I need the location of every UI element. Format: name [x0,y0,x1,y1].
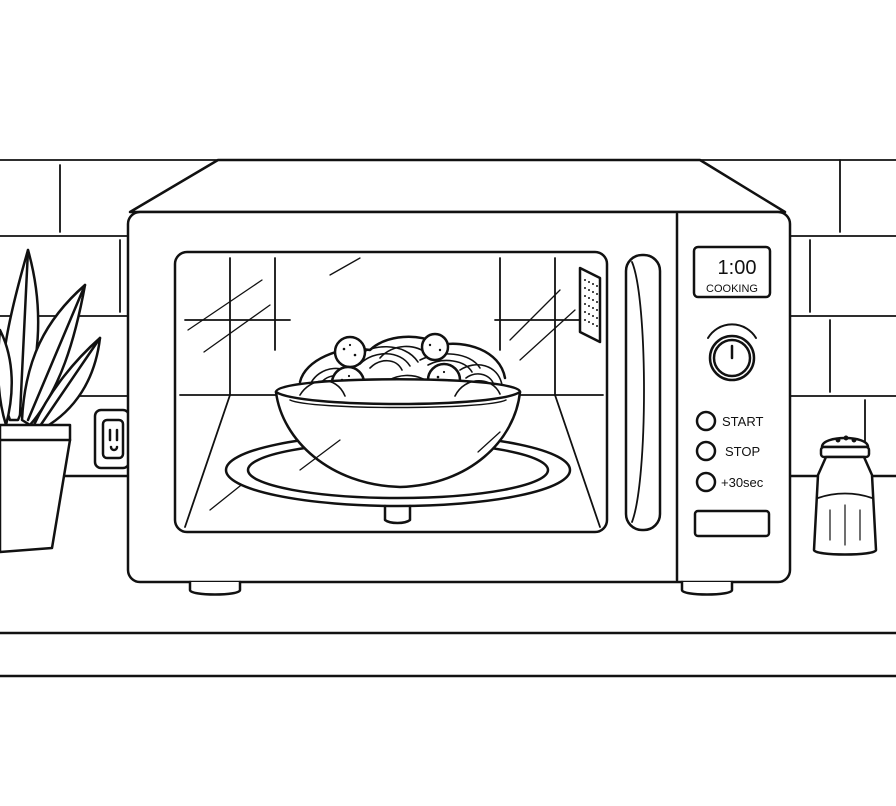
bowl-icon [274,332,522,489]
add-30sec-label: +30sec [721,475,764,490]
stop-button[interactable]: STOP [695,440,760,462]
display-status: COOKING [706,283,758,295]
display-time: 1:00 [718,257,757,279]
start-label: START [722,414,763,429]
stop-label: STOP [725,444,760,459]
outlet-icon [93,408,131,470]
door-handle[interactable] [624,253,662,532]
door-release-button[interactable] [693,509,771,538]
vent-grille [578,266,602,344]
door-window [173,250,609,534]
salt-shaker-icon [812,435,878,556]
display-panel: 1:00 COOKING [692,245,772,299]
dial-icon[interactable] [707,323,757,382]
plant-icon [0,248,102,554]
add-30sec-button[interactable]: +30sec [695,471,764,493]
start-button[interactable]: START [695,410,763,432]
